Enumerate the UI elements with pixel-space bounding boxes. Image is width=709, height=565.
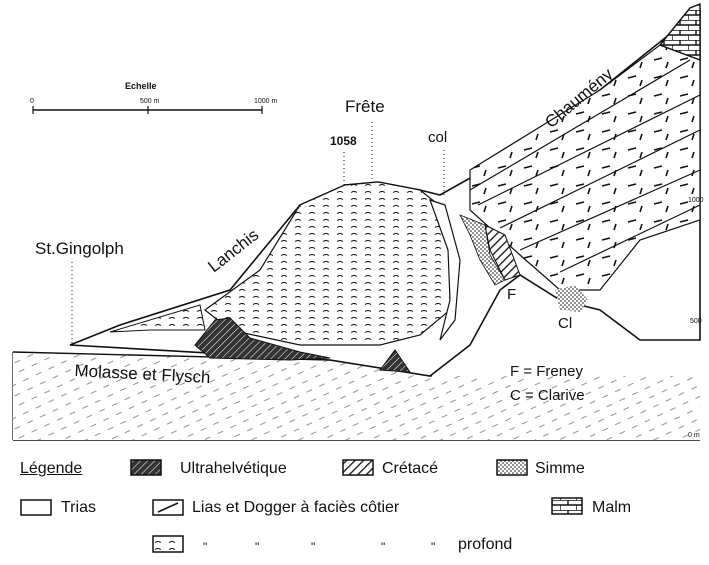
legend-label-lias-dogger: Lias et Dogger à faciès côtier (192, 500, 399, 516)
lias-dogger-profond-unit (205, 182, 455, 345)
swatch-simme (497, 460, 527, 475)
label-frete: Frête (345, 98, 385, 115)
label-st-gingolph: St.Gingolph (35, 240, 124, 257)
swatch-ultrahelvetique (131, 460, 161, 475)
ditto-mark: " (203, 541, 207, 553)
label-col: col (428, 130, 447, 145)
scale-tick-500: 500 m (140, 98, 159, 105)
label-f-marker: F (507, 287, 516, 302)
ditto-mark: " (431, 541, 435, 553)
ditto-mark: " (255, 541, 259, 553)
scale-tick-1000: 1000 m (254, 98, 277, 105)
swatch-malm (552, 498, 582, 514)
swatch-trias (21, 500, 51, 515)
legend-label-trias: Trias (61, 500, 96, 516)
swatch-cretace (343, 460, 373, 475)
scale-title: Echelle (125, 82, 157, 91)
legend-label-ultrahelvetique: Ultrahelvétique (180, 461, 287, 477)
altitude-tick-500: 500 (690, 318, 702, 325)
key-freney: F = Freney (510, 364, 583, 379)
legend-label-profond: profond (458, 537, 512, 553)
label-cl-marker: Cl (558, 316, 572, 331)
altitude-tick-0: 0 m (688, 432, 700, 439)
scale-tick-0: 0 (30, 98, 34, 105)
legend-title: Légende (20, 461, 82, 477)
key-clarive: C = Clarive (510, 388, 585, 403)
altitude-tick-1000: 1000 (688, 197, 704, 204)
ditto-mark: " (381, 541, 385, 553)
ditto-mark: " (311, 541, 315, 553)
legend-label-simme: Simme (535, 461, 585, 477)
swatch-lias-dogger-profond (153, 536, 183, 552)
legend-label-malm: Malm (592, 500, 631, 516)
label-frete-altitude: 1058 (330, 135, 357, 147)
legend-label-cretace: Crétacé (382, 461, 438, 477)
scale-bar (33, 106, 262, 114)
